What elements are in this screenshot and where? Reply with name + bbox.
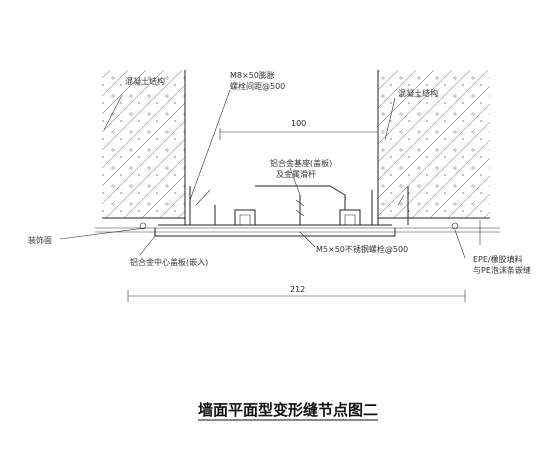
label-aluminum-plate: 铝合金中心盖板(嵌入)	[130, 257, 208, 267]
total-dimension-text: 212	[290, 285, 305, 294]
label-concrete-left: 混凝土结构	[125, 76, 165, 86]
drawing-title: 墙面平面型变形缝节点图二	[198, 401, 378, 419]
right-sealant-marker	[451, 222, 459, 230]
label-anchor-spacing: 螺栓间距@500	[230, 81, 285, 91]
label-rubber-strip: 及金属滑杆	[276, 169, 316, 179]
label-anchor: M8×50膨胀	[230, 70, 275, 80]
label-concrete-right: 混凝土结构	[398, 88, 438, 98]
label-finish-face: 装饰面	[28, 235, 52, 245]
left-sealant-marker	[139, 222, 147, 230]
label-screw: M5×50不锈钢螺栓@500	[316, 244, 408, 254]
label-cover-plate: 铝合金基座(盖板)	[270, 158, 332, 168]
gap-dimension: 100	[219, 112, 379, 150]
label-sealant: 与PE泡沫条嵌缝	[473, 265, 531, 275]
gap-dimension-text: 100	[291, 119, 306, 128]
label-pe-bar: EPE/橡胶填料	[473, 254, 523, 264]
total-dimension: 212	[127, 285, 466, 302]
left-concrete-block	[102, 70, 186, 219]
aluminum-cover-profile	[154, 185, 409, 237]
